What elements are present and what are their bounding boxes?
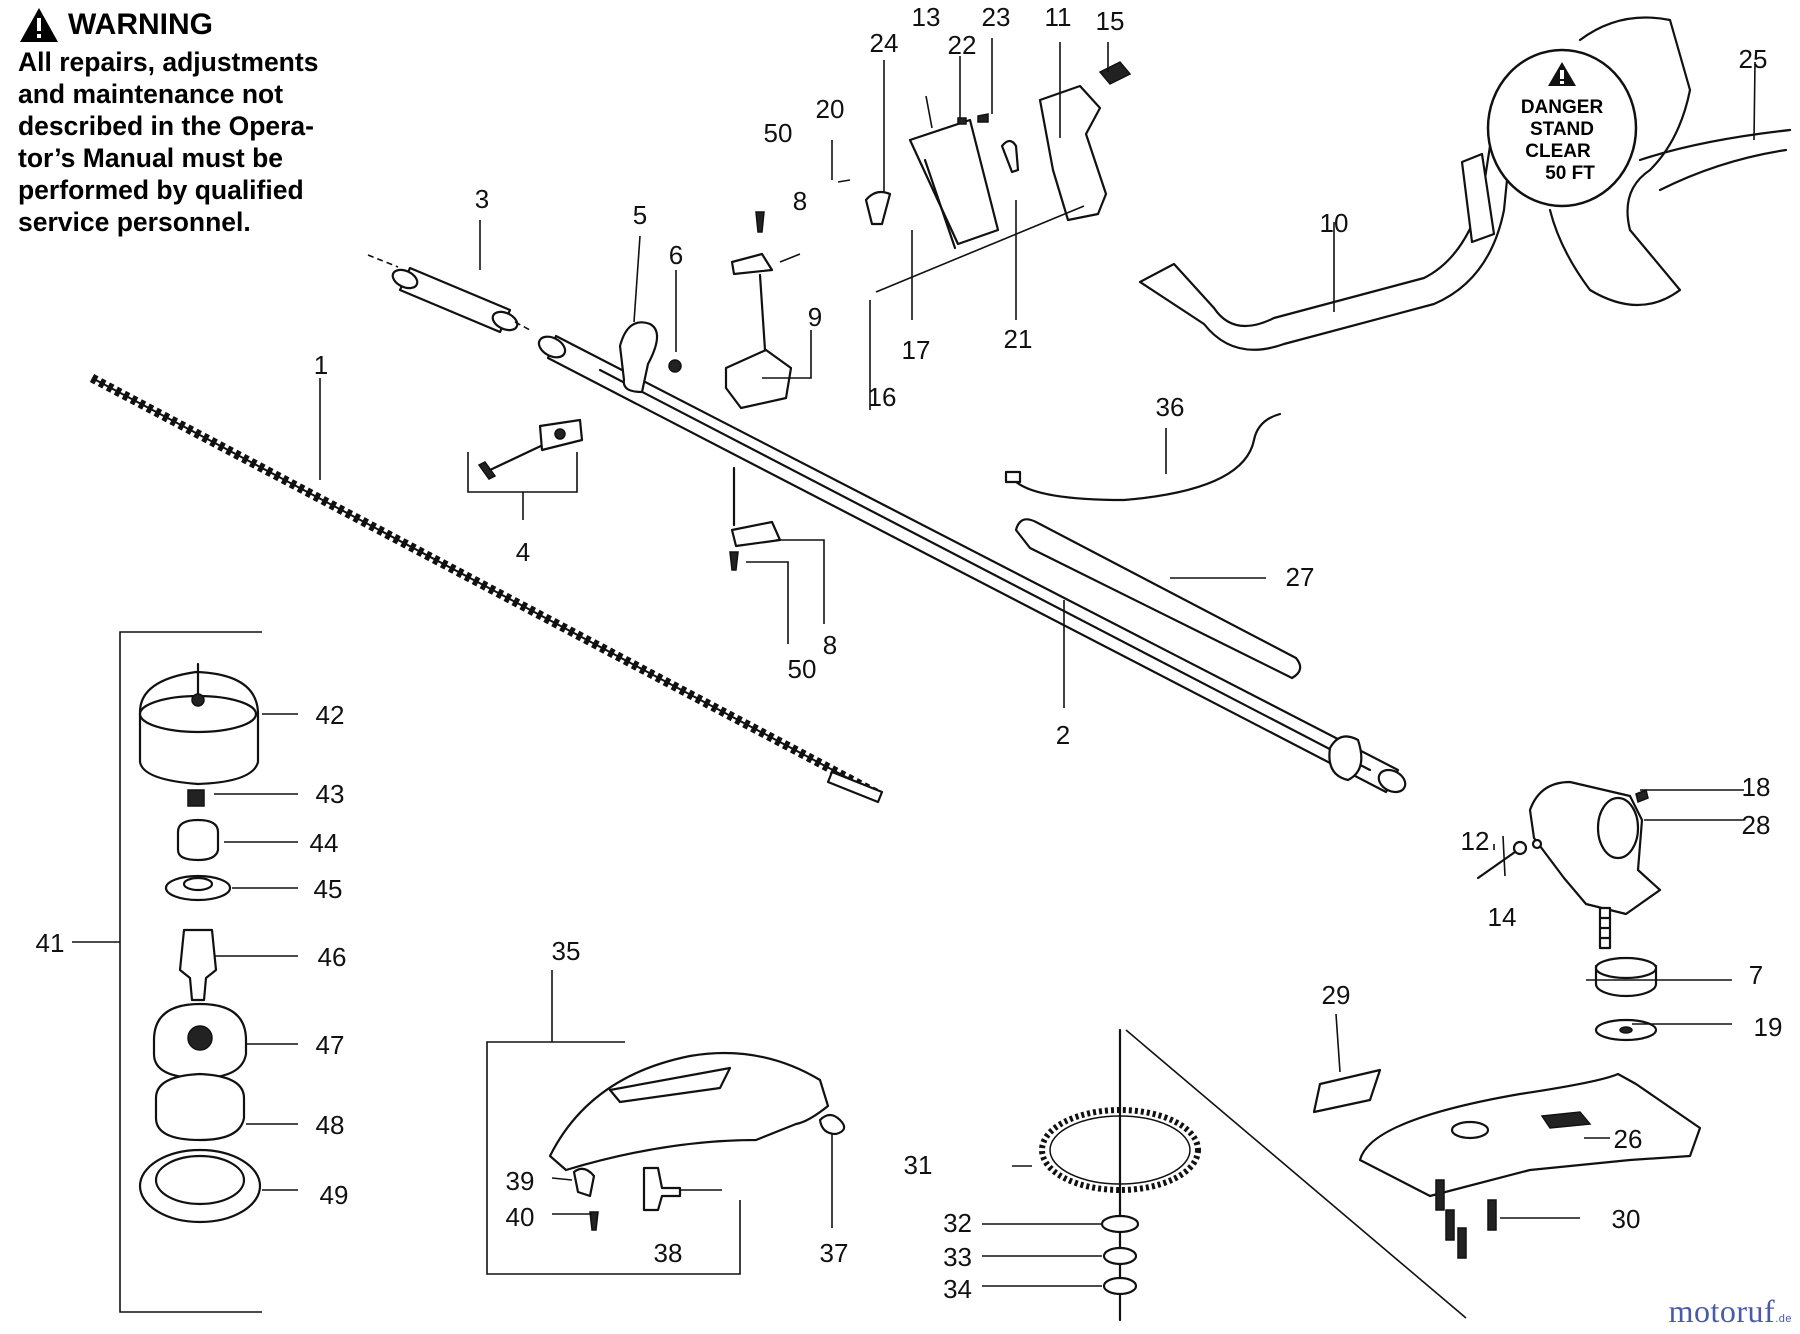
callout-27: 27	[1286, 562, 1315, 592]
callout-13: 13	[912, 2, 941, 32]
callout-36: 36	[1156, 392, 1185, 422]
callout-14: 14	[1488, 902, 1517, 932]
callout-50-lower: 50	[788, 654, 817, 684]
callout-21: 21	[1004, 324, 1033, 354]
warning-header: WARNING	[18, 6, 354, 44]
callout-30: 30	[1612, 1204, 1641, 1234]
leader-lines	[214, 38, 1756, 1287]
callout-46: 46	[318, 942, 347, 972]
callout-41: 41	[36, 928, 65, 958]
bolt-assembly	[477, 418, 584, 480]
callout-24: 24	[870, 28, 899, 58]
callout-38: 38	[654, 1238, 683, 1268]
callout-43: 43	[316, 779, 345, 809]
callout-33: 33	[943, 1242, 972, 1272]
blade-shield	[1312, 1068, 1702, 1259]
throttle-handle	[837, 61, 1132, 293]
callout-47: 47	[316, 1030, 345, 1060]
trimmer-head-parts	[138, 662, 262, 1224]
danger-line-1: DANGER	[1521, 97, 1604, 118]
warning-line-4: tor’s Manual must be	[18, 143, 284, 173]
callout-22: 22	[948, 30, 977, 60]
callout-10: 10	[1320, 208, 1349, 238]
saw-blade	[1039, 1028, 1467, 1322]
gear-head	[1476, 780, 1662, 950]
warning-title: WARNING	[68, 8, 213, 41]
callout-42: 42	[316, 700, 345, 730]
callout-45: 45	[314, 874, 343, 904]
danger-line-4: 50 FT	[1545, 163, 1595, 184]
warning-line-5: performed by qualified	[18, 175, 304, 205]
blade-guard	[486, 970, 846, 1275]
trimmer-head-bracket	[72, 631, 262, 1313]
callout-20: 20	[816, 94, 845, 124]
brand-watermark: motoruf.de	[1669, 1293, 1792, 1330]
callout-39: 39	[506, 1166, 535, 1196]
warning-triangle-icon	[20, 8, 58, 42]
throttle-bracket	[724, 211, 793, 410]
brand-suffix: .de	[1775, 1313, 1792, 1325]
callout-15: 15	[1096, 6, 1125, 36]
warning-line-6: service personnel.	[18, 207, 251, 237]
callout-29: 29	[1322, 980, 1351, 1010]
warning-line-2: and maintenance not	[18, 79, 284, 109]
callout-19: 19	[1754, 1012, 1783, 1042]
callout-4: 4	[516, 537, 530, 567]
callout-40: 40	[506, 1202, 535, 1232]
callout-35: 35	[552, 936, 581, 966]
callout-17: 17	[902, 335, 931, 365]
tube-clamp	[618, 321, 682, 394]
drive-sleeve	[1014, 518, 1302, 680]
callout-48: 48	[316, 1110, 345, 1140]
warning-notice: WARNING All repairs, adjustments and mai…	[18, 6, 354, 238]
callout-31: 31	[904, 1150, 933, 1180]
callout-44: 44	[310, 828, 339, 858]
callout-25: 25	[1739, 44, 1768, 74]
callout-1: 1	[314, 350, 328, 380]
callout-8-upper: 8	[793, 186, 807, 216]
warning-text: All repairs, adjustments and maintenance…	[18, 46, 354, 238]
harness-strap	[1486, 16, 1792, 306]
callout-7: 7	[1749, 960, 1763, 990]
foam-grip	[367, 254, 531, 334]
warning-line-3: described in the Opera-	[18, 111, 314, 141]
flex-drive-shaft	[89, 374, 884, 804]
callout-8-lower: 8	[823, 630, 837, 660]
danger-line-3: CLEAR	[1525, 141, 1591, 162]
callout-26: 26	[1614, 1124, 1643, 1154]
callout-16: 16	[868, 382, 897, 412]
cup-washers	[1594, 956, 1658, 1042]
callout-6: 6	[669, 240, 683, 270]
callout-12: 12	[1461, 826, 1490, 856]
callout-3: 3	[475, 184, 489, 214]
callout-23: 23	[982, 2, 1011, 32]
callout-28: 28	[1742, 810, 1771, 840]
callout-2: 2	[1056, 720, 1070, 750]
callout-32: 32	[943, 1208, 972, 1238]
callout-50-upper: 50	[764, 118, 793, 148]
main-tube	[537, 334, 1407, 794]
callout-18: 18	[1742, 772, 1771, 802]
callout-49: 49	[320, 1180, 349, 1210]
brand-name: motoruf	[1668, 1293, 1776, 1329]
warning-line-1: All repairs, adjustments	[18, 47, 319, 77]
callout-9: 9	[808, 302, 822, 332]
handle-bar	[1138, 144, 1512, 351]
callout-5: 5	[633, 200, 647, 230]
callout-11: 11	[1045, 2, 1072, 32]
callout-34: 34	[943, 1274, 972, 1304]
lower-clamp	[729, 466, 782, 571]
callout-37: 37	[820, 1238, 849, 1268]
danger-line-2: STAND	[1530, 119, 1594, 140]
stop-switch-wire	[1004, 412, 1282, 502]
